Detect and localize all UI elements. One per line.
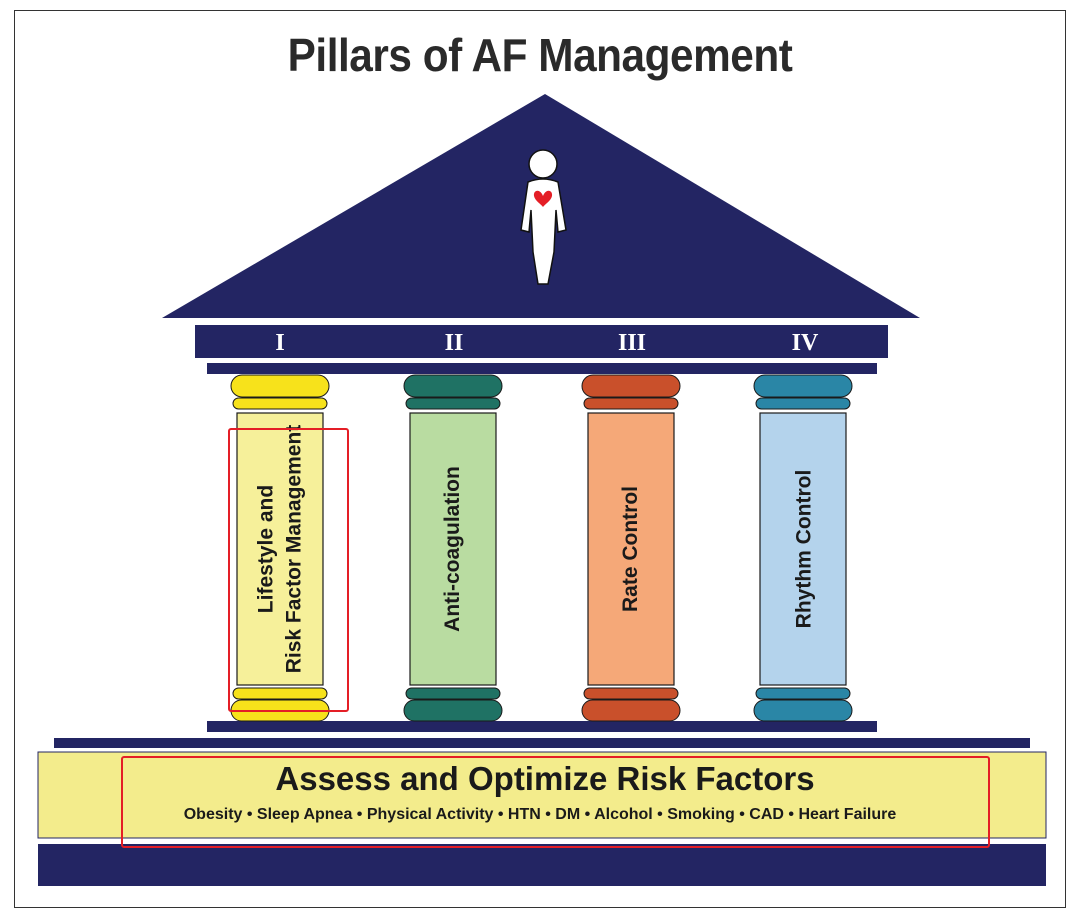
pillar-4-shaft xyxy=(759,412,847,686)
pillar-1-shaft xyxy=(236,412,324,686)
pillar-label-4-text: Rhythm Control xyxy=(792,469,815,629)
pillar-3-top-capital xyxy=(581,374,681,398)
pillar-label-3-text: Rate Control xyxy=(619,486,642,612)
pillar-numeral-1: I xyxy=(275,330,285,356)
pillar-label-3: Rate Control xyxy=(589,414,673,684)
pillar-4-bottom-ring xyxy=(755,687,851,700)
risk-factor-list: Obesity • Sleep Apnea • Physical Activit… xyxy=(183,806,897,823)
pillar-1-top-ring xyxy=(232,397,328,410)
pillar-3-top-ring xyxy=(583,397,679,410)
foundation-title: Assess and Optimize Risk Factors xyxy=(275,760,815,797)
pillar-4-top-capital xyxy=(753,374,853,398)
architrave-lower-band xyxy=(207,363,877,374)
pillar-numeral-2: II xyxy=(444,330,464,356)
architrave xyxy=(195,325,888,358)
pillar-numeral-4: IV xyxy=(791,330,819,356)
pillar-label-4: Rhythm Control xyxy=(762,414,846,684)
pillar-3-shaft xyxy=(587,412,675,686)
highlight-box-foundation xyxy=(121,756,990,848)
pillar-numeral-3: III xyxy=(617,330,647,356)
pillar-3-bottom-ring xyxy=(583,687,679,700)
pillar-label-2-text: Anti-coagulation xyxy=(441,466,464,632)
pillar-3-base xyxy=(581,699,681,722)
platform-base xyxy=(38,844,1046,886)
pillar-2-shaft xyxy=(409,412,497,686)
pillar-label-2: Anti-coagulation xyxy=(411,414,495,684)
pillar-2-base xyxy=(403,699,503,722)
stylobate xyxy=(207,721,877,732)
page-title: Pillars of AF Management xyxy=(287,29,793,81)
pillar-4-top-ring xyxy=(755,397,851,410)
pillar-1-bottom-ring xyxy=(232,687,328,700)
pillar-1-top-capital xyxy=(230,374,330,398)
pillar-2-top-ring xyxy=(405,397,501,410)
pillars-layer xyxy=(230,374,853,722)
pillar-4-base xyxy=(753,699,853,722)
platform-top-band xyxy=(54,738,1030,748)
person-with-heart-icon xyxy=(520,149,567,285)
highlight-box-pillar-1 xyxy=(228,428,349,712)
pillar-2-bottom-ring xyxy=(405,687,501,700)
pillar-2-top-capital xyxy=(403,374,503,398)
foundation-panel xyxy=(37,751,1047,839)
